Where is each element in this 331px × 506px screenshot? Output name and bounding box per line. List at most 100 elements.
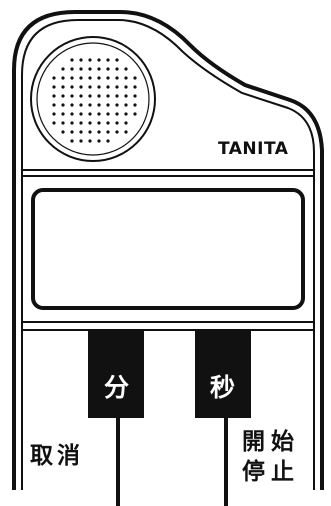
speaker-hole xyxy=(61,67,65,71)
speaker-hole xyxy=(61,121,65,125)
stop-button-label[interactable]: 停止 xyxy=(242,459,300,485)
speaker-hole xyxy=(115,58,119,62)
speaker-hole xyxy=(79,112,83,116)
speaker-hole xyxy=(88,139,92,143)
speaker-hole xyxy=(97,139,101,143)
speaker-hole xyxy=(88,121,92,125)
speaker-hole xyxy=(52,112,56,116)
speaker-hole xyxy=(106,85,110,89)
brand-logo: TANITA xyxy=(218,139,289,159)
speaker-hole xyxy=(97,121,101,125)
speaker-hole xyxy=(88,103,92,107)
speaker-hole xyxy=(115,130,119,134)
speaker-hole xyxy=(124,76,128,80)
speaker-hole xyxy=(79,58,83,62)
start-button-label[interactable]: 開始 xyxy=(242,429,300,455)
speaker-hole xyxy=(106,139,110,143)
speaker-hole xyxy=(97,76,101,80)
speaker-hole xyxy=(61,112,65,116)
speaker-hole xyxy=(133,112,137,116)
speaker-hole xyxy=(52,76,56,80)
speaker-hole xyxy=(70,76,74,80)
speaker-hole xyxy=(97,94,101,98)
speaker-hole xyxy=(88,85,92,89)
speaker-hole xyxy=(70,67,74,71)
speaker-hole xyxy=(88,94,92,98)
speaker-hole xyxy=(52,94,56,98)
speaker-hole xyxy=(79,130,83,134)
speaker-hole xyxy=(52,103,56,107)
speaker-hole xyxy=(124,103,128,107)
speaker-hole xyxy=(79,121,83,125)
speaker-hole xyxy=(97,67,101,71)
speaker-hole xyxy=(124,112,128,116)
speaker-hole xyxy=(124,130,128,134)
speaker-grille xyxy=(30,36,156,162)
speaker-hole xyxy=(70,139,74,143)
speaker-hole xyxy=(88,112,92,116)
speaker-hole xyxy=(115,112,119,116)
speaker-hole xyxy=(97,112,101,116)
speaker-hole xyxy=(106,94,110,98)
speaker-hole xyxy=(61,94,65,98)
speaker-hole xyxy=(124,67,128,71)
speaker-holes xyxy=(52,58,137,143)
speaker-hole xyxy=(70,121,74,125)
speaker-hole xyxy=(97,103,101,107)
speaker-hole xyxy=(79,85,83,89)
speaker-hole xyxy=(88,76,92,80)
speaker-hole xyxy=(124,85,128,89)
speaker-hole xyxy=(115,76,119,80)
cancel-button-label[interactable]: 取消 xyxy=(30,443,84,469)
speaker-hole xyxy=(133,103,137,107)
speaker-hole xyxy=(70,130,74,134)
speaker-hole xyxy=(115,103,119,107)
speaker-hole xyxy=(61,76,65,80)
speaker-hole xyxy=(70,85,74,89)
minute-button-label[interactable]: 分 xyxy=(104,373,130,402)
speaker-hole xyxy=(97,130,101,134)
speaker-hole xyxy=(97,58,101,62)
speaker-hole xyxy=(70,94,74,98)
speaker-hole xyxy=(106,130,110,134)
speaker-hole xyxy=(79,94,83,98)
second-key[interactable] xyxy=(195,330,251,418)
speaker-hole xyxy=(52,121,56,125)
speaker-hole xyxy=(79,67,83,71)
speaker-hole xyxy=(106,112,110,116)
speaker-hole xyxy=(133,94,137,98)
speaker-hole xyxy=(106,103,110,107)
speaker-hole xyxy=(115,121,119,125)
speaker-hole xyxy=(61,103,65,107)
minute-key[interactable] xyxy=(88,330,144,418)
speaker-hole xyxy=(124,121,128,125)
speaker-hole xyxy=(61,130,65,134)
speaker-hole xyxy=(79,103,83,107)
speaker-hole xyxy=(106,121,110,125)
speaker-hole xyxy=(88,67,92,71)
speaker-grille-inner xyxy=(36,42,150,156)
second-button-label[interactable]: 秒 xyxy=(210,373,236,402)
speaker-hole xyxy=(61,85,65,89)
speaker-hole xyxy=(97,85,101,89)
lcd-display xyxy=(31,188,305,310)
speaker-hole xyxy=(133,85,137,89)
speaker-hole xyxy=(70,103,74,107)
speaker-hole xyxy=(70,58,74,62)
speaker-hole xyxy=(124,94,128,98)
speaker-hole xyxy=(70,112,74,116)
speaker-hole xyxy=(52,85,56,89)
speaker-hole xyxy=(133,76,137,80)
speaker-hole xyxy=(115,85,119,89)
speaker-hole xyxy=(106,67,110,71)
speaker-hole xyxy=(79,76,83,80)
speaker-hole xyxy=(115,67,119,71)
device-body-inner xyxy=(21,19,315,490)
speaker-hole xyxy=(106,76,110,80)
speaker-hole xyxy=(88,130,92,134)
speaker-hole xyxy=(79,139,83,143)
speaker-hole xyxy=(88,58,92,62)
speaker-hole xyxy=(106,58,110,62)
speaker-hole xyxy=(115,94,119,98)
